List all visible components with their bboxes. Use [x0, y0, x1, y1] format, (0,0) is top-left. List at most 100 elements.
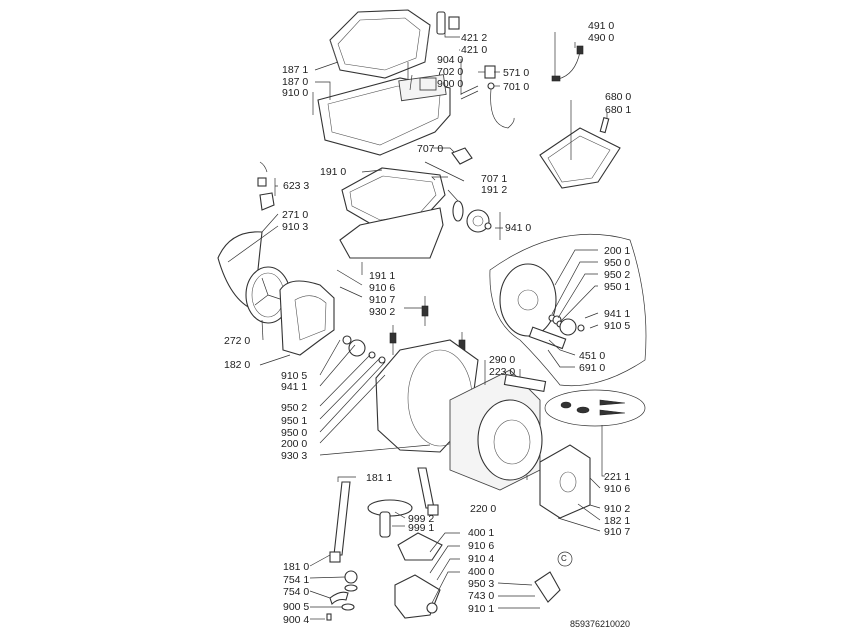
part-label-680-0[interactable]: 680 0: [605, 91, 632, 103]
part-707-0[interactable]: [451, 147, 473, 165]
tub-cover-191-1-part[interactable]: [339, 207, 444, 259]
part-label-910-5-a[interactable]: 910 5: [281, 370, 308, 382]
part-label-400-1[interactable]: 400 1: [468, 527, 495, 539]
part-label-910-6-b[interactable]: 910 6: [604, 483, 631, 495]
part-label-930-2[interactable]: 930 2: [369, 306, 396, 318]
top-frame-part[interactable]: [317, 74, 451, 156]
pump-400-0-part[interactable]: [394, 574, 441, 619]
part-label-181-0[interactable]: 181 0: [283, 561, 310, 573]
shock-absorber-181-0-part[interactable]: [329, 481, 351, 563]
part-label-691-0[interactable]: 691 0: [579, 362, 606, 374]
part-label-941-1-a[interactable]: 941 1: [281, 381, 308, 393]
part-label-200-1[interactable]: 200 1: [604, 245, 631, 257]
paddle-223-0-part[interactable]: [503, 373, 547, 393]
part-label-272-0[interactable]: 272 0: [224, 335, 251, 347]
part-label-904-0[interactable]: 904 0: [437, 54, 464, 66]
part-label-754-1[interactable]: 754 1: [283, 574, 310, 586]
part-label-941-1-b[interactable]: 941 1: [604, 308, 631, 320]
part-label-571-0[interactable]: 571 0: [503, 67, 530, 79]
pipe-754-0-part[interactable]: [329, 584, 358, 606]
part-label-191-1[interactable]: 191 1: [369, 270, 396, 282]
part-label-702-0[interactable]: 702 0: [437, 66, 464, 78]
switch-421-0-part[interactable]: [448, 16, 460, 30]
valve-571-0-part[interactable]: [478, 65, 496, 79]
part-label-900-4[interactable]: 900 4: [283, 614, 310, 626]
part-label-910-7-b[interactable]: 910 7: [604, 526, 631, 538]
part-label-950-1-a[interactable]: 950 1: [281, 415, 308, 427]
part-label-950-0-a[interactable]: 950 0: [281, 427, 308, 439]
part-label-187-0[interactable]: 187 0: [282, 76, 309, 88]
part-label-181-1[interactable]: 181 1: [366, 472, 393, 484]
part-label-490-0[interactable]: 490 0: [588, 32, 615, 44]
cap-754-1-part[interactable]: [344, 570, 358, 584]
part-label-950-3[interactable]: 950 3: [468, 578, 495, 590]
part-label-623-3[interactable]: 623 3: [283, 180, 310, 192]
part-label-290-0[interactable]: 290 0: [489, 354, 516, 366]
part-label-910-4[interactable]: 910 4: [468, 553, 495, 565]
part-label-910-7-a[interactable]: 910 7: [369, 294, 396, 306]
part-label-707-0[interactable]: 707 0: [417, 143, 444, 155]
rod-707-1[interactable]: [424, 161, 465, 182]
part-label-950-2-a[interactable]: 950 2: [281, 402, 308, 414]
spring-930-2-b[interactable]: [389, 325, 397, 355]
shield-400-1-part[interactable]: [397, 532, 443, 561]
part-label-950-0-b[interactable]: 950 0: [604, 257, 631, 269]
pulley-191-2-part[interactable]: [452, 200, 464, 222]
part-label-743-0[interactable]: 743 0: [468, 590, 495, 602]
part-label-900-5[interactable]: 900 5: [283, 601, 310, 613]
part-label-400-0[interactable]: 400 0: [468, 566, 495, 578]
part-label-910-3[interactable]: 910 3: [282, 221, 309, 233]
spring-930-2-a[interactable]: [421, 296, 429, 326]
part-label-910-6-c[interactable]: 910 6: [468, 540, 495, 552]
clip-900-4-part[interactable]: [326, 613, 332, 621]
part-label-754-0[interactable]: 754 0: [283, 586, 310, 598]
detergent-dispenser-part[interactable]: [539, 117, 621, 189]
shock-absorber-181-1-part[interactable]: [417, 467, 439, 516]
rear-cover-182-0-part[interactable]: [279, 280, 335, 356]
part-label-191-0[interactable]: 191 0: [320, 166, 347, 178]
part-label-950-2-b[interactable]: 950 2: [604, 269, 631, 281]
part-label-221-1[interactable]: 221 1: [604, 471, 631, 483]
power-cable-part[interactable]: [551, 45, 584, 82]
part-label-930-3[interactable]: 930 3: [281, 450, 308, 462]
kit-221-1-part[interactable]: [544, 389, 646, 427]
part-label-701-0[interactable]: 701 0: [503, 81, 530, 93]
switch-421-2-part[interactable]: [436, 11, 446, 35]
drum-290-0-part[interactable]: [449, 369, 543, 491]
bearing-flange-left[interactable]: [342, 335, 386, 364]
part-label-223-0[interactable]: 223 0: [489, 366, 516, 378]
part-label-999-2[interactable]: 999 2: [408, 513, 435, 525]
rear-tub-detail-bubble: [489, 233, 647, 386]
part-label-910-5-b[interactable]: 910 5: [604, 320, 631, 332]
lock-parts-623-3[interactable]: [257, 161, 275, 211]
part-label-950-1-b[interactable]: 950 1: [604, 281, 631, 293]
part-label-491-0[interactable]: 491 0: [588, 20, 615, 32]
part-label-910-0[interactable]: 910 0: [282, 87, 309, 99]
part-label-900-0[interactable]: 900 0: [437, 78, 464, 90]
bearing-parts-rear[interactable]: [548, 314, 585, 336]
part-label-200-0[interactable]: 200 0: [281, 438, 308, 450]
part-label-182-0[interactable]: 182 0: [224, 359, 251, 371]
heater-451-0-part[interactable]: [528, 326, 567, 350]
part-label-910-2[interactable]: 910 2: [604, 503, 631, 515]
top-lid-part[interactable]: [329, 9, 431, 79]
clamp-900-5-part[interactable]: [341, 603, 355, 611]
part-label-187-1[interactable]: 187 1: [282, 64, 309, 76]
part-label-451-0[interactable]: 451 0: [579, 350, 606, 362]
part-label-220-0[interactable]: 220 0: [470, 503, 497, 515]
rear-tub-200-1-part[interactable]: [499, 263, 557, 337]
part-label-421-0[interactable]: 421 0: [461, 44, 488, 56]
part-label-271-0[interactable]: 271 0: [282, 209, 309, 221]
bearing-941-0-part[interactable]: [466, 209, 492, 233]
part-label-707-1[interactable]: 707 1: [481, 173, 508, 185]
part-label-910-1[interactable]: 910 1: [468, 603, 495, 615]
filter-999-1-part[interactable]: [379, 511, 391, 538]
part-label-421-2[interactable]: 421 2: [461, 32, 488, 44]
part-label-680-1[interactable]: 680 1: [605, 104, 632, 116]
part-label-910-6-a[interactable]: 910 6: [369, 282, 396, 294]
part-label-182-1[interactable]: 182 1: [604, 515, 631, 527]
part-label-191-2[interactable]: 191 2: [481, 184, 508, 196]
part-label-941-0[interactable]: 941 0: [505, 222, 532, 234]
part-label-999-1[interactable]: 999 1: [408, 522, 435, 534]
motor-743-0-part[interactable]: [534, 551, 573, 603]
